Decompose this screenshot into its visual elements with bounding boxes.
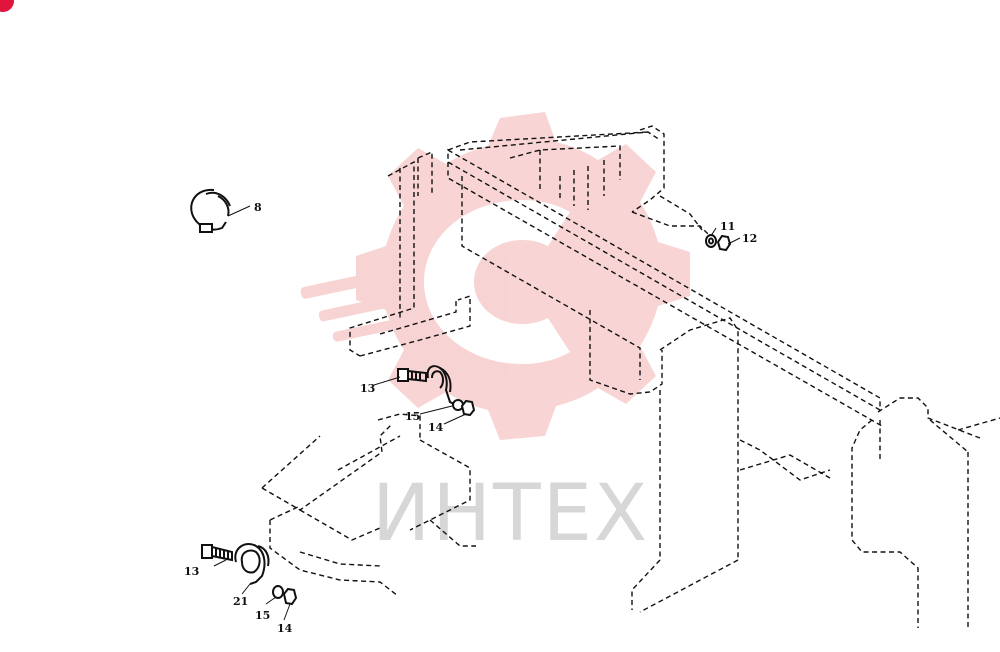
callout-14-middle: 14 <box>428 421 444 434</box>
clamp-assembly-middle <box>373 365 476 425</box>
callout-12: 12 <box>742 232 757 245</box>
callout-8: 8 <box>254 201 262 214</box>
callout-13-lower: 13 <box>184 565 199 578</box>
clamp-assembly-lower <box>201 543 298 621</box>
watermark-gear-logo <box>300 112 690 440</box>
callout-14-lower: 14 <box>277 622 293 635</box>
frame-outline <box>261 125 1000 628</box>
callout-15-middle: 15 <box>405 410 420 423</box>
washer-nut-upper-right <box>705 227 741 252</box>
snap-ring-part <box>190 188 251 233</box>
watermark-text: ИНТЕХ <box>372 469 649 559</box>
callout-15-lower: 15 <box>255 609 270 622</box>
callout-21: 21 <box>233 595 248 608</box>
callout-13-middle: 13 <box>360 382 375 395</box>
callout-11: 11 <box>720 220 735 233</box>
